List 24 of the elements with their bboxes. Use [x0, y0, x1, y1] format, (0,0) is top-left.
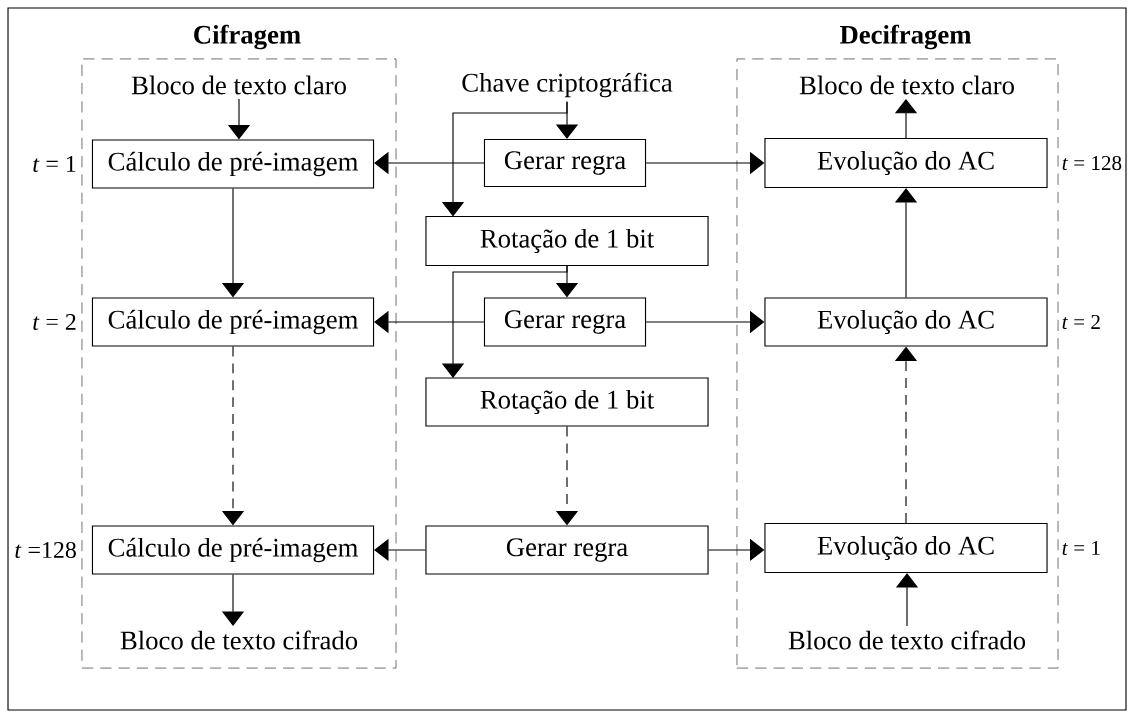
group-heading: Decifragem	[839, 24, 972, 50]
step-label: t = 128	[1062, 155, 1122, 171]
text-label: Bloco de texto claro	[131, 75, 346, 95]
step-label: t = 2	[33, 313, 76, 331]
text-label: Bloco de texto cifrado	[788, 630, 1026, 650]
process-box: Rotação de 1 bit	[425, 377, 709, 427]
process-box: Rotação de 1 bit	[425, 215, 709, 267]
step-label: t = 2	[1062, 314, 1100, 330]
process-box: Cálculo de pré-imagem	[91, 525, 375, 575]
step-label: t =128	[15, 541, 76, 559]
text-label: Chave criptográfica	[462, 72, 673, 98]
process-box: Evolução do AC	[764, 522, 1048, 574]
step-label: t = 1	[33, 156, 76, 172]
process-box: Evolução do AC	[764, 297, 1048, 347]
process-box: Cálculo de pré-imagem	[91, 139, 375, 189]
process-box: Gerar regra	[425, 525, 709, 575]
process-box: Cálculo de pré-imagem	[91, 297, 375, 347]
text-label: Bloco de texto claro	[799, 75, 1014, 95]
process-box: Gerar regra	[483, 138, 647, 188]
step-label: t = 1	[1062, 540, 1100, 556]
group-heading: Cifragem	[194, 24, 301, 50]
process-box: Gerar regra	[483, 297, 647, 347]
text-label: Bloco de texto cifrado	[120, 630, 358, 650]
process-box: Evolução do AC	[764, 137, 1048, 189]
